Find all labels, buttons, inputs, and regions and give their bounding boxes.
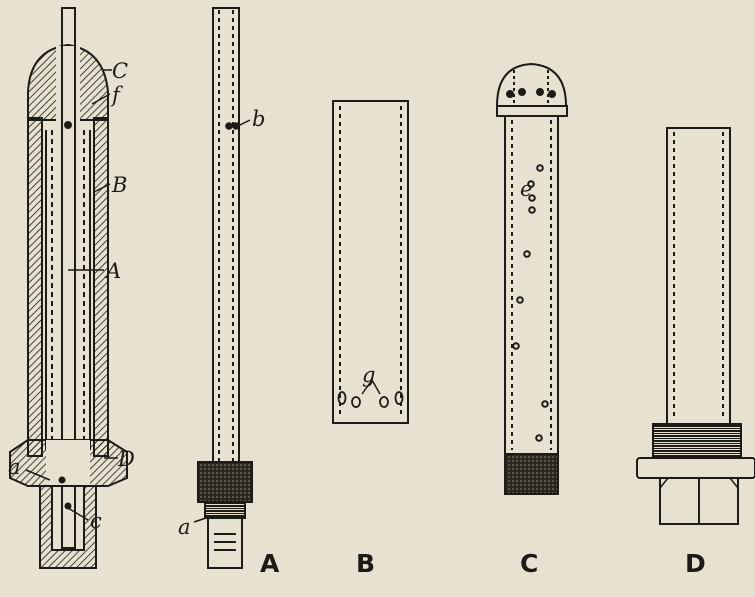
caption-B: B [356,549,375,578]
part-A-tube [193,7,253,569]
part-D-outer-tube [636,127,755,525]
part-B-sleeve [332,100,409,424]
label-A: A [104,259,121,283]
caption-C: C [520,549,538,578]
part-A-threaded-end [204,501,246,519]
part-D-thread [652,423,742,457]
label-g: g [362,363,375,387]
part-A-knurl [197,461,253,503]
caption-D: D [685,549,706,578]
label-c: c [90,509,102,533]
label-f: f [110,83,123,107]
outer-wall-right [93,117,109,457]
caption-A: A [260,549,280,578]
outer-wall-left [27,117,43,457]
part-C-dome [495,62,568,107]
label-a: a [8,455,21,479]
label-B: B [111,173,127,197]
assembly-section [9,7,128,569]
part-C-perforated-tube [495,62,568,495]
label-e: e [520,177,532,201]
label-C: C [112,59,128,83]
label-D: D [117,447,135,471]
part-C-knurl [504,453,559,495]
label-a-partA: a [178,515,191,539]
label-b: b [252,107,265,131]
